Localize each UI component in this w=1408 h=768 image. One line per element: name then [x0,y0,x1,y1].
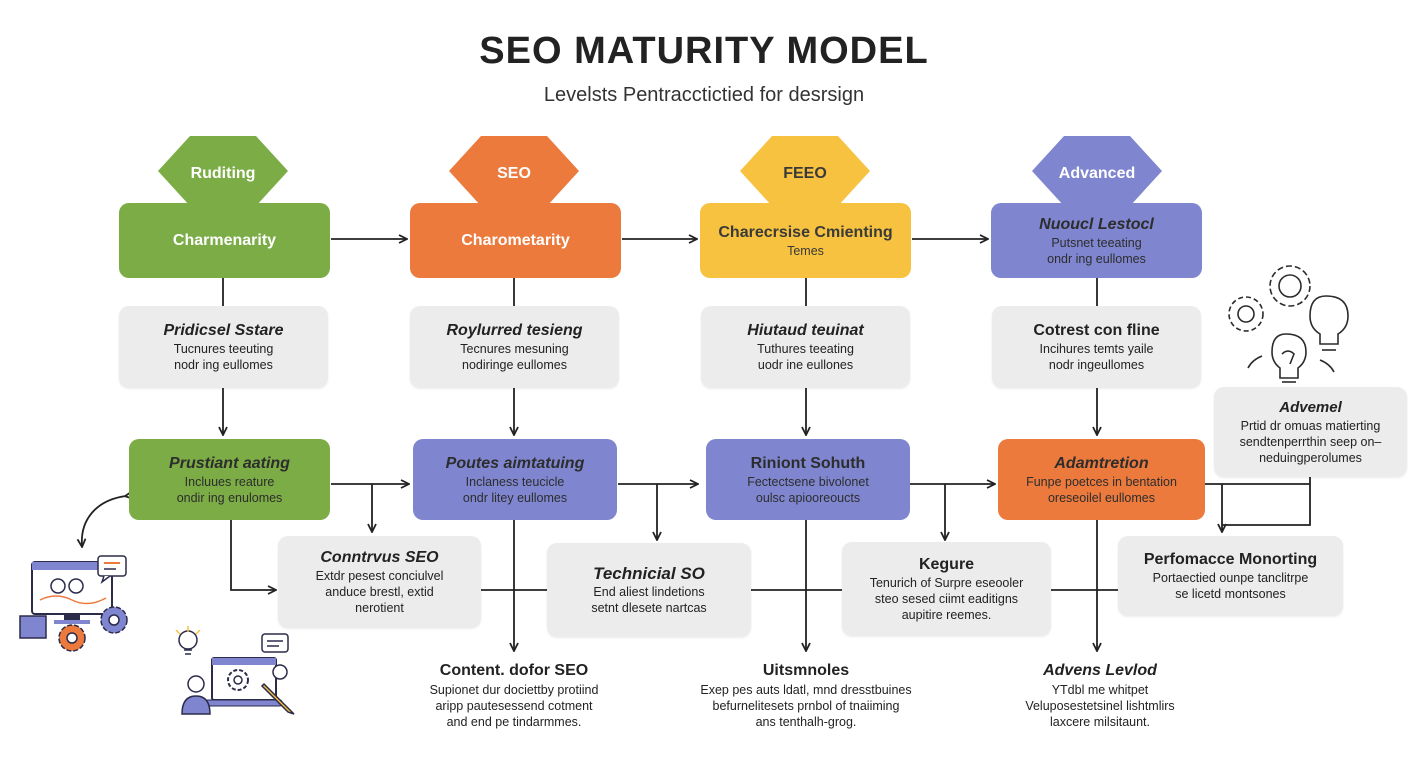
capability-line: Extdr pesest conciulvel [315,569,444,583]
stage-box-4: Cotrest con fline Incihures temts yaile … [992,306,1201,388]
level-tag-2: SEO [449,136,579,206]
practice-title: Adamtretion [1054,454,1149,472]
level-tag-3: FEEO [740,136,870,206]
capability-line: End aliest lindetions [593,585,705,599]
capability-line: nerotient [355,601,404,615]
level-tag-1: Ruditing [158,136,288,206]
stage-line: Tuthures teeating [757,342,854,356]
page-subtitle: Levelsts Pentracctictied for desrsign [543,84,865,106]
stage-title: Roylurred tesieng [446,322,583,339]
stage-box-3: Hiutaud teuinat Tuthures teeating uodr i… [701,306,910,388]
outcome-line: Supionet dur dociettby protiind [429,683,599,697]
capability-title: Perfomacce Monorting [1143,551,1318,568]
practice-line: oreseoilel eullomes [1047,490,1155,505]
level-title: Nuoucl Lestocl [1039,215,1154,233]
practice-box-2: Poutes aimtatuing Inclaness teucicle ond… [413,439,617,520]
stage-line: Incihures temts yaile [1039,342,1154,356]
stage-title: Pridicsel Sstare [163,322,284,339]
stage-title: Hiutaud teuinat [747,322,864,339]
capability-title: Technicial SO [593,564,705,583]
level-tag-4: Advanced [1032,136,1162,206]
practice-line: Fectectsene bivolonet [747,474,869,489]
practice-line: Funpe poetces in bentation [1026,474,1177,489]
stage-line: Tecnures mesuning [460,342,569,356]
outcome-line: and end pe tindarmmes. [446,715,582,729]
capability-line: Portaectied ounpe tanclitrpe [1152,571,1309,585]
outcome-line: Exep pes auts ldatl, mnd dresstbuines [700,683,912,697]
capability-title: Kegure [918,556,975,573]
practice-line: Inclaness teucicle [465,474,565,489]
level-box-4: Nuoucl Lestocl Putsnet teeating ondr ing… [991,203,1202,278]
practice-title: Prustiant aating [169,454,290,472]
stage-line: nodr ing eullomes [174,358,273,372]
outcome-block-1: Content. dofor SEO Supionet dur dociettb… [394,660,634,730]
outcome-line: YTdbl me whitpet [1051,683,1149,697]
person-laptop-icon [175,626,295,715]
level-line: ondr ing eullomes [1047,251,1146,266]
outcome-line: befurnelitesets prnbol of tnaiiming [712,699,900,713]
outcome-line: aripp pautesessend cotment [435,699,593,713]
capability-line: se licetd montsones [1175,587,1286,601]
monitor-gears-icon [19,555,128,652]
practice-title: Riniont Sohuth [750,454,866,472]
stage-line: nodr ingeullomes [1048,358,1145,372]
level-title: Charecrsise Cmienting [718,223,893,241]
stage-line: Tucnures teeuting [173,342,274,356]
capability-line: anduce brestl, extid [325,585,434,599]
stage-box-1: Pridicsel Sstare Tucnures teeuting nodr … [119,306,328,388]
outcome-line: laxcere milsitaunt. [1049,715,1151,729]
page-title: SEO MATURITY MODEL [479,30,929,72]
capability-title: Conntrvus SEO [320,549,439,566]
outcome-block-3: Advens Levlod YTdbl me whitpet Veluposes… [995,660,1205,730]
practice-title: Poutes aimtatuing [445,454,585,472]
practice-box-1: Prustiant aating Incluues reature ondir … [129,439,330,520]
level-title: Charometarity [461,231,570,249]
stage-title: Cotrest con fline [1033,322,1160,339]
practice-line: Incluues reature [184,474,275,489]
outcome-title: Uitsmnoles [762,662,850,679]
outcome-title: Content. dofor SEO [439,662,589,679]
stage-box-2: Roylurred tesieng Tecnures mesuning nodi… [410,306,619,388]
practice-line: ondr litey eullomes [462,490,568,505]
practice-box-4: Adamtretion Funpe poetces in bentation o… [998,439,1205,520]
practice-box-3: Riniont Sohuth Fectectsene bivolonet oul… [706,439,910,520]
stage-line: uodr ine eullones [757,358,854,372]
capability-line: aupitire reemes. [901,608,992,622]
capability-line: steo sesed ciimt eaditigns [874,592,1019,606]
outcome-block-2: Uitsmnoles Exep pes auts ldatl, mnd dres… [676,660,936,730]
side-box-line: Prtid dr omuas matierting [1240,419,1381,433]
gears-lightbulb-icon [1228,265,1349,383]
level-title: Charmenarity [172,231,277,249]
capability-box-1: Conntrvus SEO Extdr pesest conciulvel an… [278,536,481,628]
side-box-title: Advemel [1279,399,1342,416]
level-box-2: Charometarity [410,203,621,278]
side-box-line: sendtenperrthin seep on– [1239,435,1382,449]
level-box-3: Charecrsise Cmienting Temes [700,203,911,278]
practice-line: oulsc apiooreoucts [755,490,861,505]
capability-box-3: Kegure Tenurich of Surpre eseooler steo … [842,542,1051,636]
advanced-side-box: Advemel Prtid dr omuas matierting sendte… [1214,387,1407,477]
capability-box-4: Perfomacce Monorting Portaectied ounpe t… [1118,536,1343,616]
outcome-line: Veluposestetsinel lishtmlirs [1025,699,1175,713]
capability-line: setnt dlesete nartcas [591,601,707,615]
practice-line: ondir ing enulomes [176,490,283,505]
outcome-title: Advens Levlod [1043,662,1157,679]
capability-line: Tenurich of Surpre eseooler [869,576,1024,590]
level-line: Putsnet teeating [1051,235,1142,250]
level-line: Temes [787,243,824,258]
stage-line: nodiringe eullomes [462,358,567,372]
side-box-line: neduingperolumes [1259,451,1362,465]
capability-box-2: Technicial SO End aliest lindetions setn… [547,543,751,637]
level-box-1: Charmenarity [119,203,330,278]
outcome-line: ans tenthalh-grog. [755,715,857,729]
